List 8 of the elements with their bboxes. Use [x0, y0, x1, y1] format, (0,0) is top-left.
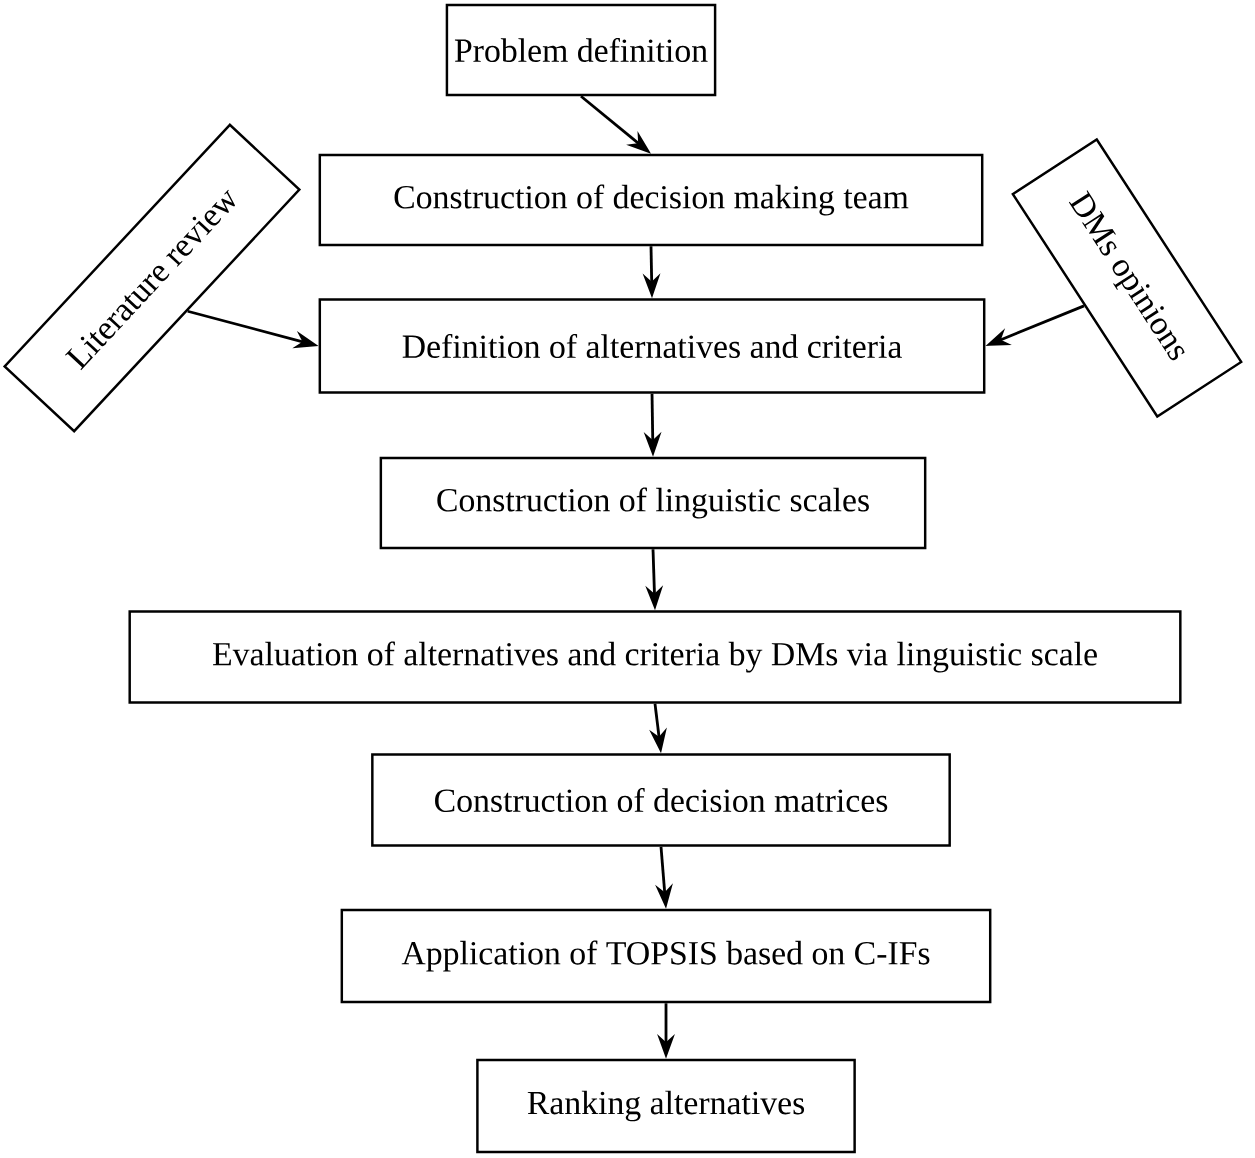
process-box: Construction of decision making team: [318, 153, 984, 247]
process-box: Ranking alternatives: [476, 1058, 856, 1154]
process-box: Application of TOPSIS based on C-IFs: [340, 908, 992, 1004]
process-box: Problem definition: [445, 3, 717, 97]
process-box: Definition of alternatives and criteria: [318, 298, 986, 394]
process-box: Construction of decision matrices: [371, 753, 951, 847]
process-box: Construction of linguistic scales: [379, 456, 927, 550]
process-box: Evaluation of alternatives and criteria by DMs via linguistic scale: [128, 610, 1182, 704]
